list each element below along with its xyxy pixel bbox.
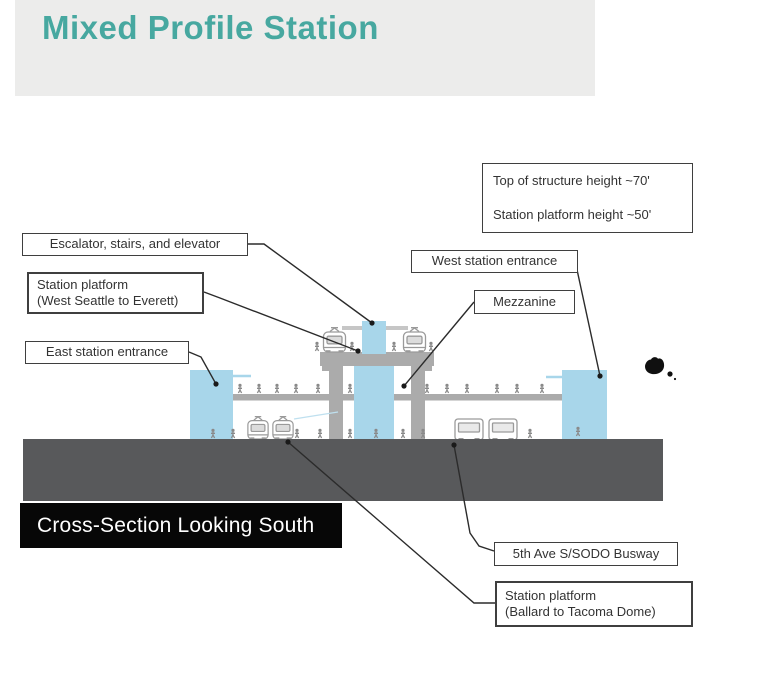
platform-upper-line2: (West Seattle to Everett) <box>37 293 179 308</box>
elevated-guideway-deck <box>320 352 434 366</box>
caption-text: Cross-Section Looking South <box>37 513 315 537</box>
leader-platform-lower <box>287 441 495 604</box>
leader-escalator <box>248 243 373 324</box>
bus-icon <box>454 418 484 441</box>
callout-platform-lower: Station platform (Ballard to Tacoma Dome… <box>495 581 693 627</box>
east-entrance-volume <box>190 370 233 439</box>
platform-lower-line2: (Ballard to Tacoma Dome) <box>505 604 656 619</box>
leader-east-entrance <box>188 351 217 385</box>
leader-lines <box>188 243 601 604</box>
surface-guideline <box>293 411 339 420</box>
platform-lower-line1: Station platform <box>505 587 597 603</box>
heights-line1: Top of structure height ~70' <box>493 173 650 188</box>
support-column-left <box>329 364 343 439</box>
leader-busway <box>453 444 495 552</box>
escalator-core-upper <box>362 321 386 354</box>
elevated-train-icon <box>402 327 427 353</box>
leader-west-entrance <box>575 264 601 377</box>
caption-box: Cross-Section Looking South <box>20 503 342 548</box>
mezzanine-deck <box>233 394 562 401</box>
ground <box>23 439 663 501</box>
surface-train-icon <box>272 416 294 440</box>
header-band <box>15 0 595 96</box>
escalator-core-lower <box>354 364 394 439</box>
cursor-artifact <box>645 357 677 381</box>
support-column-right <box>411 364 425 439</box>
leader-dots <box>213 320 603 448</box>
surface-train-icon <box>247 416 269 440</box>
east-entrance-label: East station entrance <box>45 344 169 360</box>
leader-mezzanine <box>403 301 475 387</box>
platform-upper-line1: Station platform <box>37 276 129 292</box>
page-title: Mixed Profile Station <box>42 9 379 46</box>
callout-west-entrance: West station entrance <box>411 250 578 273</box>
callout-busway: 5th Ave S/SODO Busway <box>494 542 678 566</box>
bearing-pad-right <box>421 366 432 371</box>
callout-platform-upper: Station platform (West Seattle to Everet… <box>27 272 204 314</box>
heights-line2: Station platform height ~50' <box>493 206 652 222</box>
west-entrance-volume <box>562 370 607 439</box>
callout-heights: Top of structure height ~70' Station pla… <box>482 163 693 233</box>
escalator-label: Escalator, stairs, and elevator <box>49 236 221 252</box>
leader-platform-upper <box>203 291 359 352</box>
mezzanine-label: Mezzanine <box>493 293 556 309</box>
callout-east-entrance: East station entrance <box>25 341 189 364</box>
west-entrance-label: West station entrance <box>431 253 558 269</box>
bus-icon <box>488 418 518 441</box>
callout-mezzanine: Mezzanine <box>474 290 575 314</box>
callout-escalator: Escalator, stairs, and elevator <box>22 233 248 256</box>
elevated-train-icon <box>322 327 347 353</box>
busway-label: 5th Ave S/SODO Busway <box>512 545 660 561</box>
bearing-pad-left <box>322 366 333 371</box>
